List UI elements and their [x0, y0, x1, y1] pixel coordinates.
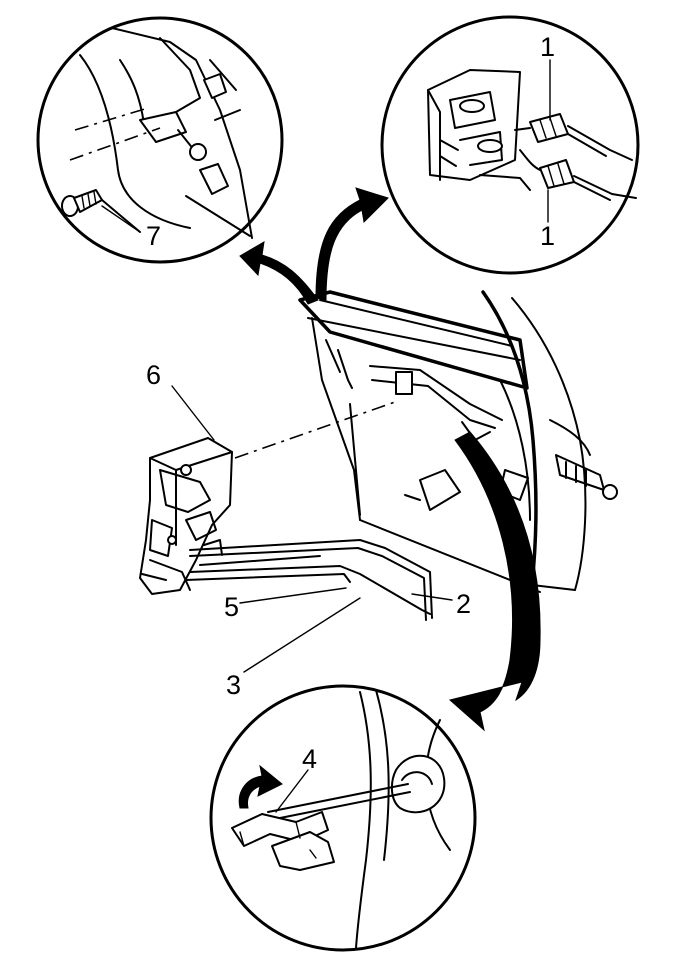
callout-6-lock: 6 — [146, 360, 161, 390]
door-lock-assembly — [139, 437, 233, 595]
arrow-to-detail-4 — [448, 431, 541, 732]
rod-retaining-clip — [231, 811, 335, 871]
callout-1-upper-connector: 1 — [540, 32, 555, 62]
leader-lines — [101, 59, 551, 813]
door-inner-panel — [298, 290, 618, 593]
detail-circle-rod-clip — [209, 684, 477, 952]
callout-2-rod: 2 — [456, 589, 471, 619]
callout-4-clip: 4 — [302, 744, 317, 774]
detail-circle-connectors — [380, 15, 640, 275]
callout-1-lower-connector: 1 — [540, 221, 555, 251]
alignment-line-lock — [234, 401, 396, 459]
arrow-to-detail-1 — [315, 187, 389, 301]
arrow-to-detail-7 — [239, 241, 319, 305]
callout-3-rod: 3 — [226, 670, 241, 700]
detail-circle-fastener — [36, 16, 284, 264]
callout-7-fastener: 7 — [146, 221, 161, 251]
callout-5-rod: 5 — [224, 592, 239, 622]
lock-rods — [185, 539, 433, 621]
